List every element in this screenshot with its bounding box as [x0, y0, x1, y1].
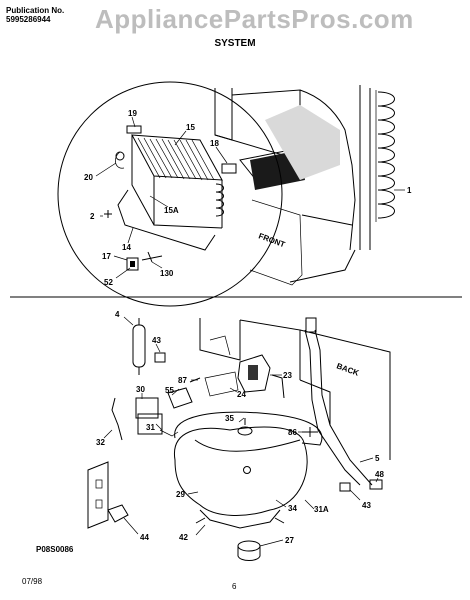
callout-52: 52 — [104, 278, 113, 287]
callout-48: 48 — [375, 470, 384, 479]
start-relay-30 — [111, 397, 179, 441]
callout-43-upper: 43 — [152, 336, 161, 345]
publication-block: Publication No. 5995286944 — [6, 6, 64, 24]
callout-1: 1 — [407, 186, 412, 195]
cabinet-illustration — [214, 85, 395, 286]
callout-15a: 15A — [164, 206, 179, 215]
wiring-harness — [304, 317, 383, 492]
footer-page-number: 6 — [232, 582, 237, 591]
grommet-43 — [154, 352, 166, 363]
callout-14: 14 — [122, 243, 131, 252]
callout-20: 20 — [84, 173, 93, 182]
callout-4: 4 — [115, 310, 120, 319]
callout-24: 24 — [237, 390, 246, 399]
callout-44: 44 — [140, 533, 149, 542]
publication-number: 5995286944 — [6, 15, 51, 24]
callout-29: 29 — [176, 490, 185, 499]
callout-15: 15 — [186, 123, 195, 132]
callout-5: 5 — [375, 454, 380, 463]
bottom-leader-lines — [103, 316, 379, 547]
grommet-27 — [237, 540, 261, 561]
callout-55: 55 — [165, 386, 174, 395]
publication-label: Publication No. — [6, 6, 65, 15]
cabinet-rear-illustration — [199, 318, 391, 460]
callout-42: 42 — [179, 533, 188, 542]
callout-30: 30 — [136, 385, 145, 394]
diagram-code: P08S0086 — [36, 545, 74, 554]
callout-2: 2 — [90, 212, 95, 221]
callout-34: 34 — [288, 504, 297, 513]
back-label: BACK — [335, 361, 360, 377]
top-leader-lines — [95, 116, 405, 279]
overload-55 — [167, 387, 193, 409]
screw-86 — [302, 427, 318, 437]
evaporator-coil — [104, 125, 237, 271]
electrical-receptacle — [87, 461, 129, 529]
callout-27: 27 — [285, 536, 294, 545]
compressor — [174, 418, 308, 529]
watermark-text: AppliancePartsPros.com — [95, 4, 414, 34]
callout-32: 32 — [96, 438, 105, 447]
callout-23: 23 — [283, 371, 292, 380]
callout-86: 86 — [288, 428, 297, 437]
callout-87: 87 — [178, 376, 187, 385]
cover-31a — [174, 411, 323, 446]
callout-31: 31 — [146, 423, 155, 432]
callout-18: 18 — [210, 139, 219, 148]
relay-assembly — [204, 354, 285, 399]
callout-43-lower: 43 — [362, 501, 371, 510]
footer-date: 07/98 — [22, 577, 43, 586]
drier — [132, 318, 146, 375]
callout-35: 35 — [225, 414, 234, 423]
callout-17: 17 — [102, 252, 111, 261]
page-title: SYSTEM — [214, 38, 256, 49]
callout-31a: 31A — [314, 505, 329, 514]
callout-130: 130 — [160, 269, 174, 278]
detail-magnifier-circle — [57, 81, 283, 307]
callout-19: 19 — [128, 109, 137, 118]
